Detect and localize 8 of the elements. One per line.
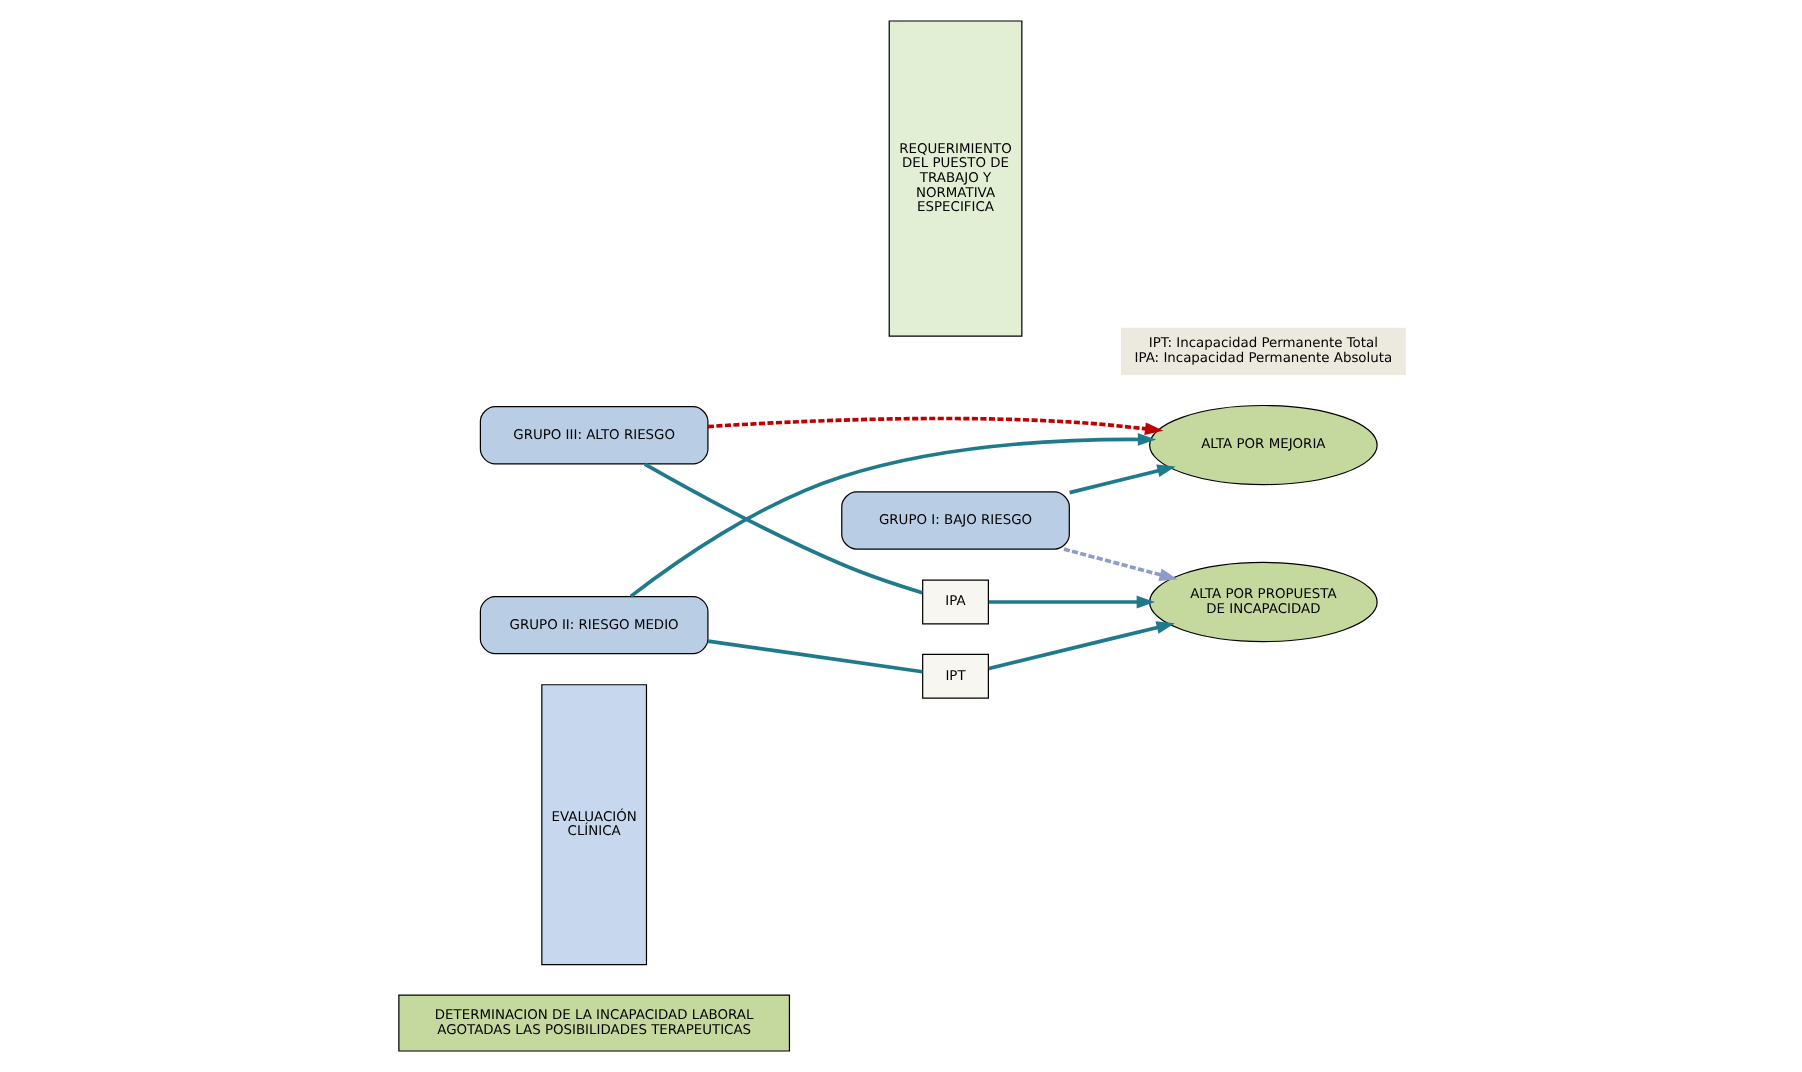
arrow [628, 433, 1156, 598]
arrow [987, 595, 1154, 609]
arrow [987, 621, 1174, 671]
arrow [706, 416, 1163, 436]
connector [642, 462, 922, 595]
arrow [1068, 464, 1175, 495]
arrow [1062, 547, 1177, 581]
connector [706, 639, 922, 674]
